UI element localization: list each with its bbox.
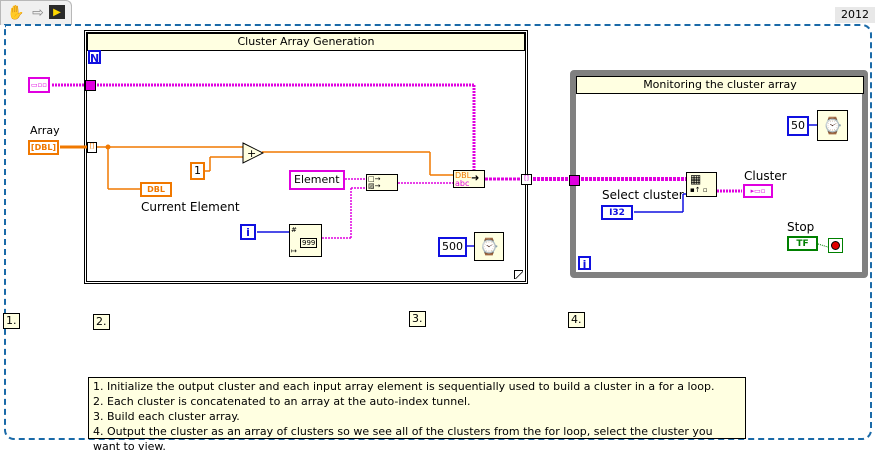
element-constant[interactable]: Element (289, 170, 345, 190)
autoindex-tunnel-in: [] (87, 142, 97, 153)
add-constant[interactable]: 1 (190, 162, 205, 180)
iteration-terminal[interactable]: i (240, 224, 256, 240)
wires (52, 83, 829, 248)
version-tab: 2012 (835, 7, 875, 23)
shift-tunnel (85, 80, 96, 91)
count-terminal[interactable]: N (88, 50, 101, 65)
comment-line-2: 2. Each cluster is concatenated to an ar… (93, 395, 471, 408)
current-element-label: Current Element (141, 200, 240, 214)
wire-junction (105, 144, 111, 150)
stop-condition-terminal[interactable] (828, 238, 843, 253)
while-loop-title: Monitoring the cluster array (576, 76, 864, 94)
current-element-indicator: DBL (140, 182, 172, 197)
comment-line-4: 4. Output the cluster as an array of clu… (93, 425, 713, 453)
resize-handle[interactable] (514, 270, 523, 279)
number-to-string-node: # 999 ↦ (289, 224, 322, 257)
flat-sequence-frame (4, 24, 872, 440)
step-label-2: 2. (93, 314, 110, 330)
cluster-label: Cluster (744, 169, 787, 183)
comment-line-3: 3. Build each cluster array. (93, 410, 240, 423)
comment-box: 1. Initialize the output cluster and eac… (88, 377, 746, 453)
autoindex-tunnel-out: [] (521, 174, 532, 185)
step-label-4: 4. (568, 312, 585, 328)
while-loop: Monitoring the cluster array i (570, 70, 868, 278)
step-label-1: 1. (3, 313, 20, 329)
wait-ms-icon-while: ⌚ (817, 110, 848, 141)
select-cluster-label: Select cluster (602, 188, 684, 202)
format-string-node: □→▨→ (366, 174, 398, 191)
comment-line-1: 1. Initialize the output cluster and eac… (93, 380, 715, 393)
array-label: Array (30, 124, 60, 137)
while-tunnel-in (569, 175, 580, 186)
wait-500-constant[interactable]: 500 (438, 237, 467, 257)
select-cluster-control[interactable]: I32 (601, 205, 633, 220)
toolbar-tab: ✋ ⇨ ▶ (0, 0, 72, 25)
stop-label: Stop (787, 220, 815, 234)
array-control[interactable]: [DBL] (28, 140, 59, 155)
cluster-constant[interactable]: ▭▫▫ (28, 77, 50, 93)
bundle-node: DBL abc ➜ (453, 170, 485, 188)
wait-50-constant[interactable]: 50 (787, 116, 809, 136)
for-loop-title: Cluster Array Generation (87, 33, 525, 51)
vi-icon[interactable]: ▶ (49, 5, 65, 19)
add-node: + (242, 142, 264, 164)
cluster-indicator: ▸▭▫ (743, 184, 773, 198)
step-label-3: 3. (409, 311, 426, 327)
arrow-icon[interactable]: ⇨ (32, 5, 44, 21)
iteration-terminal-while[interactable]: i (578, 256, 591, 271)
stop-button-control[interactable]: TF (787, 236, 818, 251)
index-array-node: ▦ ▪↑ ▫ (686, 172, 717, 197)
add-operator-text: + (247, 147, 256, 160)
wait-ms-icon: ⌚ (474, 232, 504, 261)
hand-icon[interactable]: ✋ (7, 5, 25, 21)
